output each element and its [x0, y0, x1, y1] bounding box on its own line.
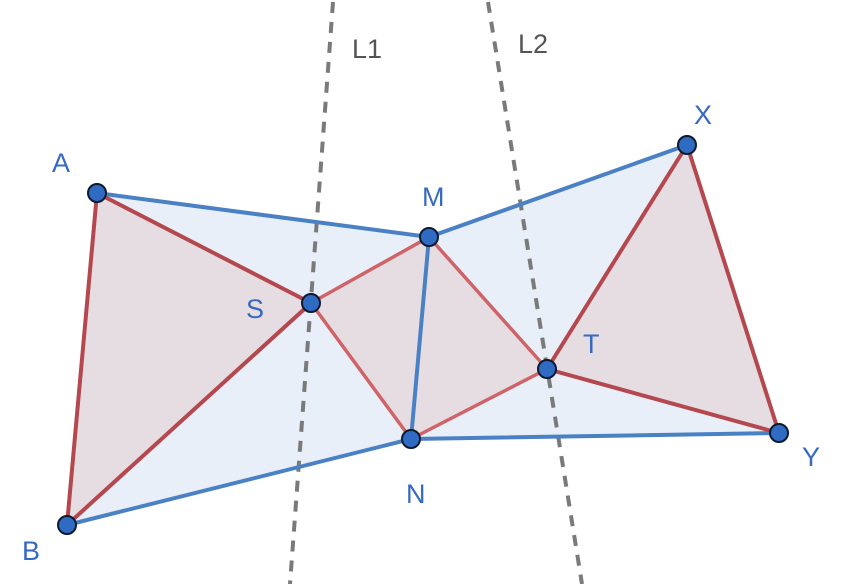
point-S [301, 293, 321, 313]
label-L1: L1 [352, 34, 382, 64]
label-B: B [22, 536, 40, 566]
label-M: M [422, 182, 445, 212]
label-L2: L2 [518, 29, 548, 59]
point-M [419, 227, 439, 247]
edge-MX [427, 143, 689, 239]
label-N: N [406, 479, 426, 509]
triangle-XTY-fill [547, 145, 779, 433]
label-S: S [246, 294, 264, 324]
label-Y: Y [802, 442, 820, 472]
point-T [537, 359, 557, 379]
edge-BS [65, 301, 313, 527]
edge-XY [685, 143, 781, 435]
label-T: T [583, 329, 600, 359]
edge-BN [65, 437, 413, 527]
edge-AS [95, 191, 313, 305]
point-B [57, 515, 77, 535]
label-X: X [694, 100, 712, 130]
point-X [677, 135, 697, 155]
edge-MN [409, 235, 431, 441]
edge-AM [95, 191, 431, 239]
edge-NT [409, 367, 549, 441]
point-A [87, 183, 107, 203]
edge-AB [65, 191, 99, 527]
edge-NY [409, 431, 781, 441]
point-N [401, 429, 421, 449]
edge-SM [309, 235, 431, 305]
line-L1 [288, 1, 335, 584]
edge-SN [309, 301, 413, 441]
edge-MT [427, 235, 549, 371]
edge-TY [545, 367, 781, 435]
label-A: A [52, 148, 70, 178]
quad-SMTN-fill [311, 237, 547, 439]
triangle-ABS-fill [67, 193, 311, 525]
point-Y [769, 423, 789, 443]
edge-XT [545, 143, 689, 371]
